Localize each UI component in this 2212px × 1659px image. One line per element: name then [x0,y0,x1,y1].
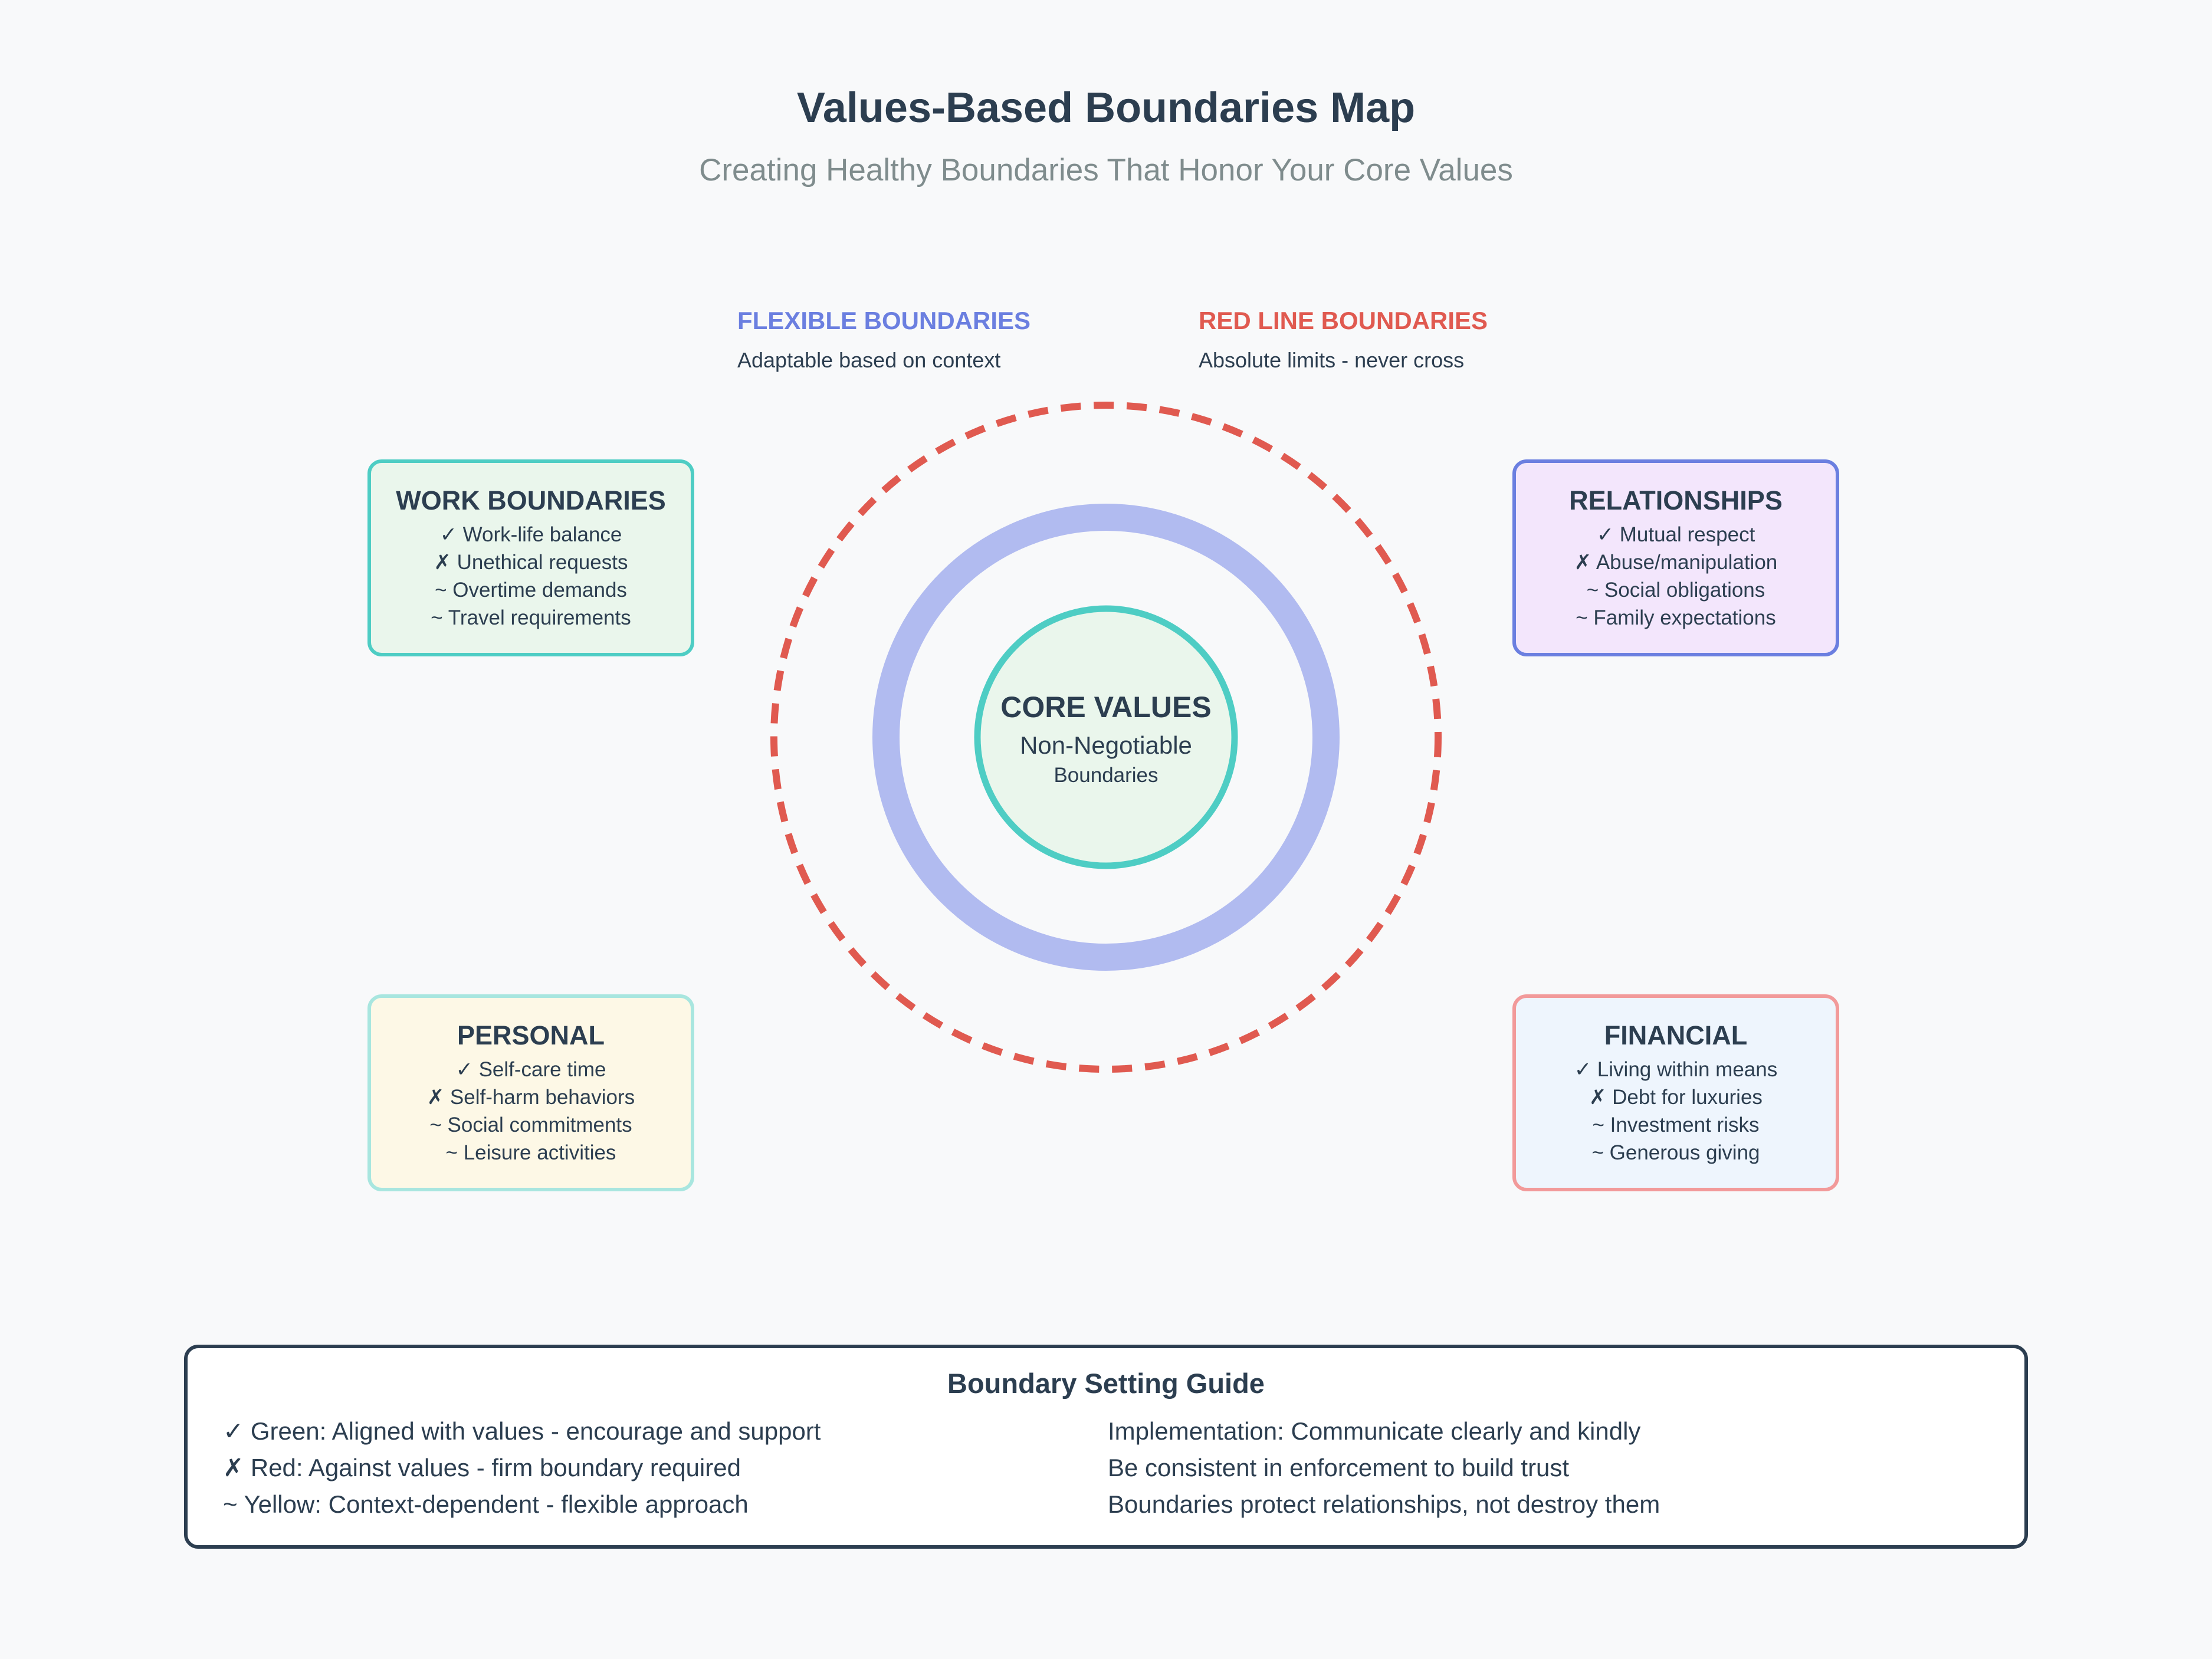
guide-item: Be consistent in enforcement to build tr… [1108,1454,1570,1481]
page-subtitle: Creating Healthy Boundaries That Honor Y… [699,153,1513,188]
list-item: ✗ Debt for luxuries [1589,1086,1763,1109]
personal-box: PERSONAL ✓ Self-care time ✗ Self-harm be… [367,994,694,1191]
list-item: ~ Social obligations [1586,579,1765,602]
list-item: ~ Social commitments [429,1113,632,1136]
relationships-title: RELATIONSHIPS [1569,485,1783,515]
list-item: ✓ Mutual respect [1596,523,1755,546]
redline-boundaries-label: RED LINE BOUNDARIES [1199,307,1488,334]
list-item: ✗ Abuse/manipulation [1574,551,1778,574]
list-item: ~ Generous giving [1591,1141,1760,1164]
guide-item: ✗ Red: Against values - firm boundary re… [223,1454,741,1481]
core-values-circle [974,605,1238,869]
guide-left-column: ✓ Green: Aligned with values - encourage… [223,1413,821,1523]
financial-title: FINANCIAL [1604,1020,1748,1050]
list-item: ✓ Living within means [1574,1058,1778,1081]
flexible-boundaries-label: FLEXIBLE BOUNDARIES [737,307,1031,334]
relationships-box: RELATIONSHIPS ✓ Mutual respect ✗ Abuse/m… [1512,459,1839,656]
redline-ring [770,402,1442,1073]
personal-title: PERSONAL [457,1020,605,1050]
list-item: ✗ Unethical requests [434,551,628,574]
list-item: ~ Leisure activities [445,1141,616,1164]
guide-item: ~ Yellow: Context-dependent - flexible a… [223,1490,749,1518]
guide-item: Implementation: Communicate clearly and … [1108,1417,1641,1445]
list-item: ✓ Self-care time [455,1058,606,1081]
financial-box: FINANCIAL ✓ Living within means ✗ Debt f… [1512,994,1839,1191]
boundary-guide-box: Boundary Setting Guide ✓ Green: Aligned … [184,1345,2028,1549]
boundary-guide-title: Boundary Setting Guide [947,1368,1265,1399]
flexible-ring [872,504,1340,971]
core-values-line2: Boundaries [1054,764,1158,787]
core-values-title: CORE VALUES [1000,691,1212,724]
list-item: ✓ Work-life balance [439,523,622,546]
core-values-line1: Non-Negotiable [1020,731,1192,759]
guide-right-column: Implementation: Communicate clearly and … [1108,1413,1660,1523]
list-item: ✗ Self-harm behaviors [426,1086,635,1109]
guide-item: ✓ Green: Aligned with values - encourage… [223,1417,821,1445]
list-item: ~ Overtime demands [435,579,627,602]
flexible-boundaries-desc: Adaptable based on context [737,348,1001,372]
list-item: ~ Investment risks [1592,1113,1760,1136]
list-item: ~ Travel requirements [431,606,631,629]
list-item: ~ Family expectations [1576,606,1776,629]
work-boundaries-title: WORK BOUNDARIES [396,485,666,515]
work-boundaries-box: WORK BOUNDARIES ✓ Work-life balance ✗ Un… [367,459,694,656]
guide-item: Boundaries protect relationships, not de… [1108,1490,1660,1518]
redline-boundaries-desc: Absolute limits - never cross [1199,348,1465,372]
page-title: Values-Based Boundaries Map [796,84,1416,132]
